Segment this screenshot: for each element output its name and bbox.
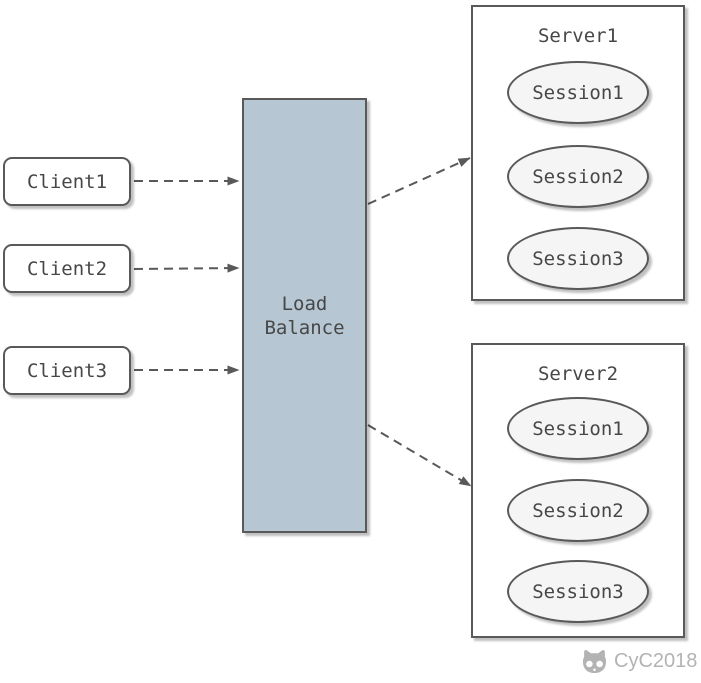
arrow-loadbalancer-to-server1	[367, 157, 471, 205]
server1-session3-label: Session3	[532, 247, 624, 270]
server1-session1-node: Session1	[507, 61, 649, 124]
client2-node: Client2	[3, 244, 131, 293]
server1-session3-node: Session3	[507, 227, 649, 290]
client2-label: Client2	[26, 257, 108, 280]
watermark-label: CyC2018	[614, 650, 698, 672]
server1-session2-node: Session2	[507, 145, 649, 208]
server1-session1-label: Session1	[532, 81, 624, 104]
client3-label: Client3	[26, 359, 108, 382]
github-cat-icon	[582, 649, 607, 674]
arrow-client2-to-loadbalancer	[133, 263, 240, 273]
client3-node: Client3	[3, 346, 131, 395]
watermark: CyC2018	[581, 649, 697, 674]
server2-node: Server2 Session1 Session2 Session3	[471, 343, 685, 638]
load-balancer-node: Load Balance	[242, 98, 367, 533]
server2-session2-label: Session2	[532, 499, 624, 522]
server2-session2-node: Session2	[507, 479, 649, 542]
client1-label: Client1	[26, 170, 108, 193]
server2-session3-label: Session3	[532, 580, 624, 603]
client1-node: Client1	[3, 157, 131, 206]
server2-title: Server2	[537, 363, 619, 385]
server2-session1-label: Session1	[532, 417, 624, 440]
server1-title: Server1	[537, 25, 619, 47]
arrow-loadbalancer-to-server2	[367, 424, 472, 487]
server2-session3-node: Session3	[507, 560, 649, 623]
load-balancer-label: Load Balance	[264, 292, 345, 339]
server1-session2-label: Session2	[532, 165, 624, 188]
server2-session1-node: Session1	[507, 397, 649, 460]
server1-node: Server1 Session1 Session2 Session3	[471, 5, 685, 301]
